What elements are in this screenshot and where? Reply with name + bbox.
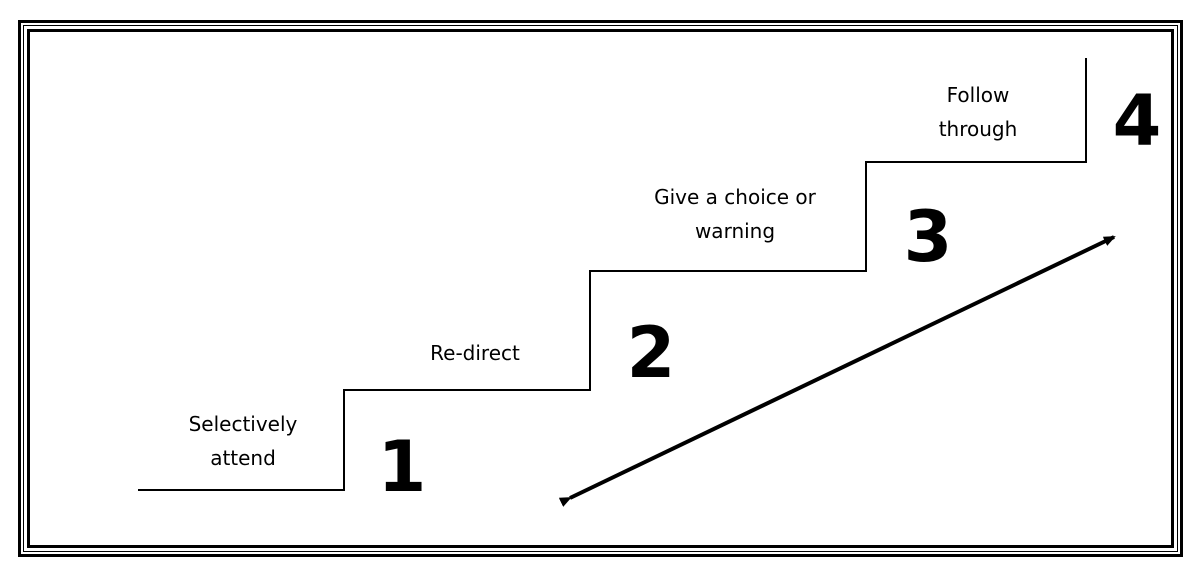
step-3-label-line-1: Give a choice or: [654, 185, 816, 209]
frame-outer-border: [18, 20, 1183, 557]
progress-arrow: [558, 235, 1116, 507]
step-3-number: 3: [903, 196, 953, 278]
step-4-label-line-1: Follow: [946, 83, 1010, 107]
step-4-number: 4: [1112, 80, 1162, 162]
step-1-label: Selectively attend: [133, 407, 353, 475]
frame-inner-border: [27, 29, 1174, 548]
step-4-label-line-2: through: [938, 117, 1018, 141]
step-2-label: Re-direct: [365, 336, 585, 370]
frame-middle-border: [23, 25, 1178, 552]
step-2-label-line-1: Re-direct: [430, 341, 520, 365]
step-2-number: 2: [626, 312, 676, 394]
step-3-label: Give a choice or warning: [625, 180, 845, 248]
step-1-label-line-2: attend: [210, 446, 276, 470]
step-3-label-line-2: warning: [694, 219, 776, 243]
step-1-label-line-1: Selectively: [188, 412, 298, 436]
step-1-number: 1: [377, 426, 427, 508]
step-4-label: Follow through: [868, 78, 1088, 146]
